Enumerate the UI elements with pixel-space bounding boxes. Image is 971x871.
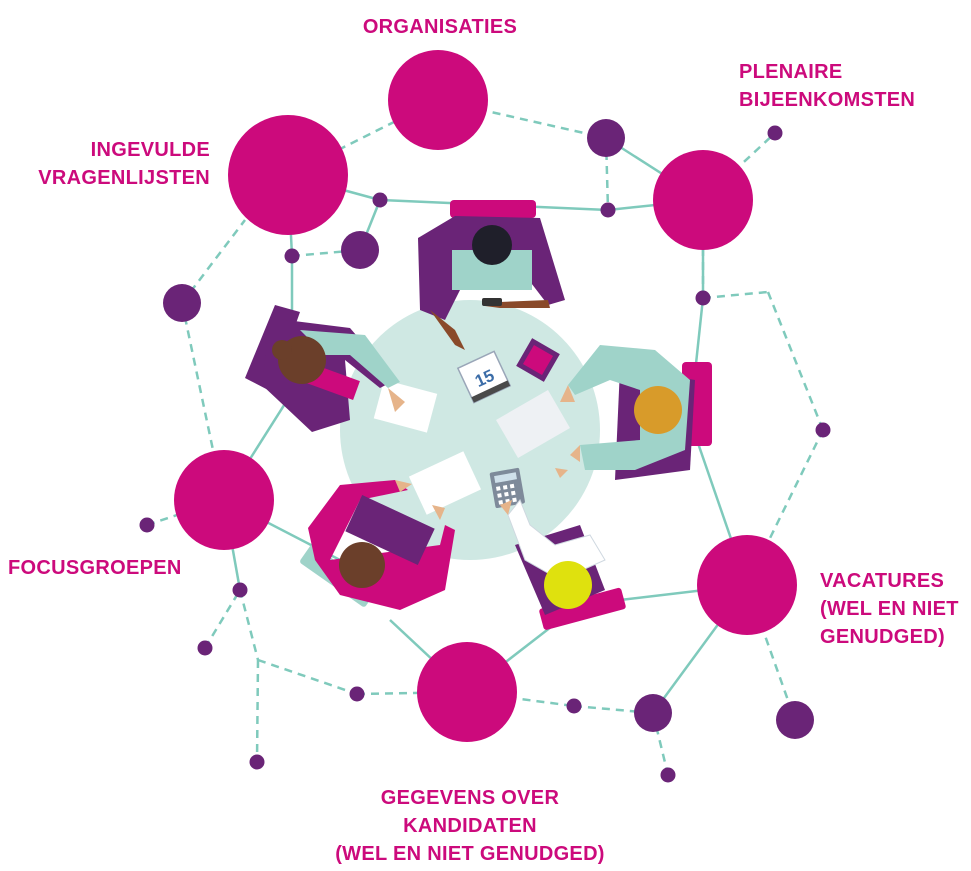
label-line: VRAGENLIJSTEN	[38, 167, 210, 189]
label-gegevens-kandidaten: GEGEVENS OVER KANDIDATEN (WEL EN NIET GE…	[320, 784, 620, 868]
label-line: INGEVULDE	[90, 139, 210, 161]
label-line: GENUDGED)	[820, 626, 945, 648]
label-line: BIJEENKOMSTEN	[739, 89, 916, 111]
label-line: KANDIDATEN	[403, 815, 537, 837]
calculator-icon	[489, 467, 525, 508]
label-line: VACATURES	[820, 570, 945, 592]
label-line: ORGANISATIES	[362, 16, 518, 38]
label-line: PLENAIRE	[739, 61, 843, 83]
label-line: FOCUSGROEPEN	[8, 557, 182, 579]
table-items: 15	[373, 338, 570, 515]
node-ingevulde-vragenlijsten	[228, 115, 348, 235]
medium-nodes	[163, 119, 814, 739]
person-bottom-left	[300, 480, 455, 610]
main-nodes	[174, 50, 797, 742]
label-line: GEGEVENS OVER	[380, 787, 560, 809]
node-vacatures	[697, 535, 797, 635]
node-focusgroepen	[174, 450, 274, 550]
label-organisaties: ORGANISATIES	[340, 13, 540, 41]
small-nodes	[139, 125, 831, 783]
node-plenaire-bijeenkomsten	[653, 150, 753, 250]
node-gegevens-kandidaten	[417, 642, 517, 742]
node-organisaties	[388, 50, 488, 150]
label-line: (WEL EN NIET	[820, 598, 959, 620]
label-ingevulde-vragenlijsten: INGEVULDE VRAGENLIJSTEN	[30, 136, 210, 192]
person-left-top	[245, 305, 405, 432]
person-right	[560, 345, 712, 480]
person-bottom-right	[500, 468, 626, 630]
label-line: (WEL EN NIET GENUDGED)	[335, 843, 605, 865]
label-vacatures: VACATURES (WEL EN NIET GENUDGED)	[820, 567, 959, 651]
label-plenaire-bijeenkomsten: PLENAIRE BIJEENKOMSTEN	[739, 58, 915, 114]
person-top	[418, 200, 565, 350]
label-focusgroepen: FOCUSGROEPEN	[8, 554, 182, 582]
